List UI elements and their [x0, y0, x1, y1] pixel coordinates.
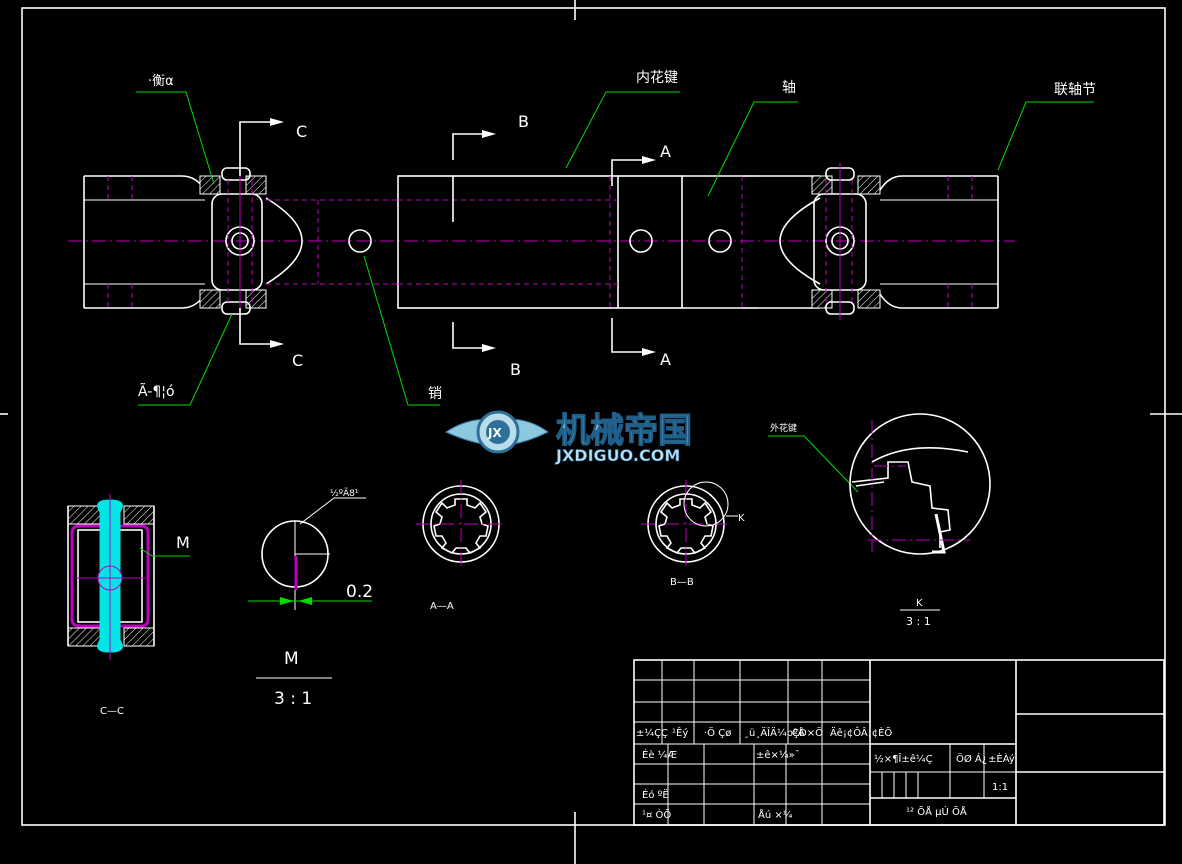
- left-yoke: [83, 175, 206, 309]
- m-view-name: M: [284, 649, 299, 669]
- tb-craft: ¹¤ ÒÕ: [642, 808, 671, 821]
- aa-view-label: A—A: [430, 601, 454, 612]
- k-view-name: K: [916, 598, 923, 609]
- tb-weight: ÖØ Á¿: [956, 752, 987, 765]
- cc-view-label: C—C: [100, 706, 124, 717]
- tb-mark: ±¼ÇÇ: [636, 727, 668, 739]
- right-cross-joint: [758, 162, 881, 320]
- pin-hole-left: [348, 229, 372, 253]
- k-view-scale: 3 : 1: [906, 615, 931, 628]
- pin-hole-center: [629, 229, 653, 253]
- section-letter-c-bottom: C: [292, 351, 303, 370]
- radius-note: ½ºÃ8¹: [330, 488, 359, 499]
- callout-leaders: [136, 91, 1094, 493]
- section-letter-a-bottom: A: [660, 350, 671, 369]
- watermark-logo: JX 机械帝国 JXDIGUO.COM: [444, 410, 693, 465]
- callout-pin: 销: [428, 386, 442, 402]
- main-assembly-view: C C B B A A: [68, 112, 1015, 379]
- section-letter-b-top: B: [518, 112, 529, 131]
- detail-k-view: K 3 : 1: [849, 413, 991, 628]
- tb-stage-mark: ½×¶Î±ê¼Ç: [874, 752, 933, 765]
- section-cut-c: [239, 118, 284, 348]
- callout-washer: ·衡α: [148, 74, 174, 89]
- callout-shaft: 轴: [782, 80, 796, 96]
- bb-view-label: B—B: [670, 577, 694, 588]
- detail-k-marker: K: [738, 513, 745, 524]
- logo-text: 机械帝国: [556, 411, 692, 451]
- callout-inner-spline: 内花键: [636, 70, 678, 86]
- tb-sheets: ¹² ÕÅ µÚ ÕÅ: [906, 805, 967, 818]
- inner-spline-tube: [397, 175, 758, 309]
- dimension-value: 0.2: [346, 582, 373, 602]
- title-block: ±¼ÇÇ ¹Êý ·Ö Çø ¸ü¸ÄÎÄ¼þºÅ ÇÐ×Ö Äê¡¢ÔÂ¡¢È…: [633, 659, 1165, 826]
- detail-m-view: ½ºÃ8¹ 0.2 M 3 : 1: [248, 488, 373, 709]
- section-letter-b-bottom: B: [510, 360, 521, 379]
- left-shaft-block: [266, 199, 398, 285]
- tb-count: ¹Êý: [672, 726, 688, 739]
- logo-url: JXDIGUO.COM: [555, 446, 680, 465]
- section-cut-a: [611, 156, 656, 356]
- right-yoke: [879, 175, 999, 309]
- pin-hole-right: [708, 229, 732, 253]
- tb-design: Éè ¼Æ: [642, 748, 677, 761]
- section-cc-view: M C—C: [67, 494, 190, 717]
- section-bb-view: K B—B: [641, 480, 745, 588]
- section-cut-b: [452, 130, 496, 352]
- section-aa-view: A—A: [416, 480, 506, 612]
- tb-change-doc: ¸ü¸ÄÎÄ¼þºÅ: [744, 726, 805, 739]
- tb-review: Éó ºË: [642, 788, 669, 801]
- m-view-scale: 3 : 1: [274, 689, 312, 709]
- callout-outer-spline: 外花键: [770, 422, 797, 434]
- callout-coupling: 联轴节: [1054, 82, 1096, 98]
- section-letter-a-top: A: [660, 142, 671, 161]
- tb-approve: Åú ×¼: [758, 808, 793, 821]
- tb-signature: ÇÐ×Ö: [792, 726, 823, 739]
- tb-date: Äê¡¢ÔÂ¡¢ÈÕ: [830, 726, 892, 739]
- tb-standardize: ±ê×¼»¯: [756, 749, 800, 761]
- m-marker-label: M: [176, 533, 190, 552]
- logo-badge: JX: [487, 426, 502, 440]
- tb-zone: ·Ö Çø: [704, 726, 731, 739]
- tb-scale-value: 1:1: [992, 782, 1008, 793]
- section-letter-c-top: C: [296, 122, 307, 141]
- left-cross-joint: [199, 162, 303, 320]
- tb-scale-label: ±ÈÀý: [988, 752, 1015, 765]
- callout-bearing: Ã-¶¦ó: [138, 383, 175, 400]
